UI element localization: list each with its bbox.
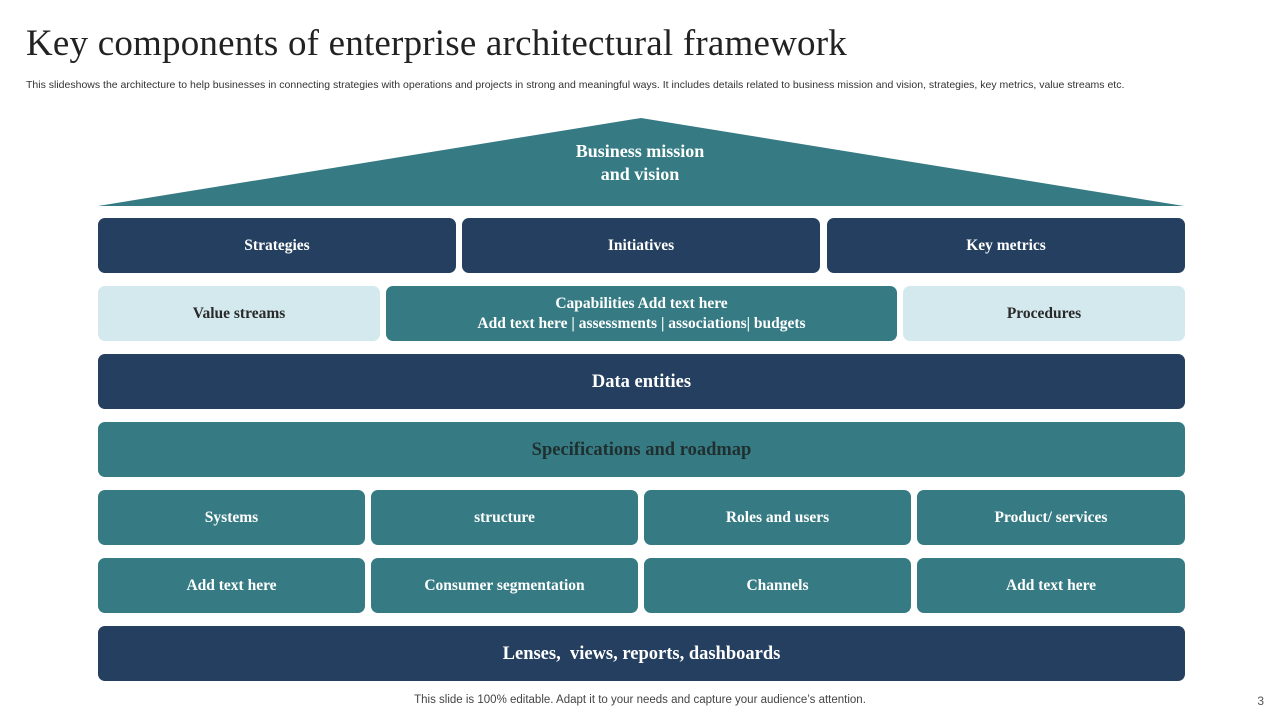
data-entities-box: Data entities xyxy=(98,354,1185,409)
systems-label: Systems xyxy=(204,508,259,526)
value-streams-label: Value streams xyxy=(192,304,286,322)
specifications-roadmap-box: Specifications and roadmap xyxy=(98,422,1185,477)
structure-label: structure xyxy=(474,508,535,526)
product-services-box: Product/ services xyxy=(917,490,1185,545)
add-text-box-right: Add text here xyxy=(917,558,1185,613)
roof-label-line1: Business mission xyxy=(575,141,705,161)
systems-box: Systems xyxy=(98,490,365,545)
key-metrics-label: Key metrics xyxy=(966,236,1046,254)
capabilities-box: Capabilities Add text here Add text here… xyxy=(386,286,897,341)
lenses-views-box: Lenses, views, reports, dashboards xyxy=(98,626,1185,681)
consumer-segmentation-label: Consumer segmentation xyxy=(424,576,585,594)
page-number: 3 xyxy=(1257,694,1264,708)
footer-note: This slide is 100% editable. Adapt it to… xyxy=(414,694,866,706)
specifications-roadmap-label: Specifications and roadmap xyxy=(531,439,752,460)
product-services-label: Product/ services xyxy=(994,508,1108,526)
roof-label: Business mission and vision xyxy=(490,140,790,186)
initiatives-box: Initiatives xyxy=(462,218,820,273)
add-text-box-left: Add text here xyxy=(98,558,365,613)
procedures-label: Procedures xyxy=(1006,304,1082,322)
initiatives-label: Initiatives xyxy=(607,236,675,254)
channels-label: Channels xyxy=(746,576,809,594)
roles-users-label: Roles and users xyxy=(725,508,830,526)
channels-box: Channels xyxy=(644,558,911,613)
data-entities-label: Data entities xyxy=(591,371,692,392)
capabilities-line1: Capabilities Add text here xyxy=(555,294,728,312)
add-text-label-right: Add text here xyxy=(1005,576,1097,594)
strategies-label: Strategies xyxy=(244,236,310,254)
roof-label-line2: and vision xyxy=(600,164,680,184)
slide-subtitle: This slideshows the architecture to help… xyxy=(26,79,1125,91)
lenses-views-label: Lenses, views, reports, dashboards xyxy=(502,643,781,664)
value-streams-box: Value streams xyxy=(98,286,380,341)
roles-users-box: Roles and users xyxy=(644,490,911,545)
structure-box: structure xyxy=(371,490,638,545)
consumer-segmentation-box: Consumer segmentation xyxy=(371,558,638,613)
capabilities-line2: Add text here | assessments | associatio… xyxy=(477,314,806,332)
slide-title: Key components of enterprise architectur… xyxy=(26,23,847,64)
procedures-box: Procedures xyxy=(903,286,1185,341)
strategies-box: Strategies xyxy=(98,218,456,273)
roof-triangle xyxy=(98,118,1184,206)
key-metrics-box: Key metrics xyxy=(827,218,1185,273)
add-text-label-left: Add text here xyxy=(186,576,277,594)
